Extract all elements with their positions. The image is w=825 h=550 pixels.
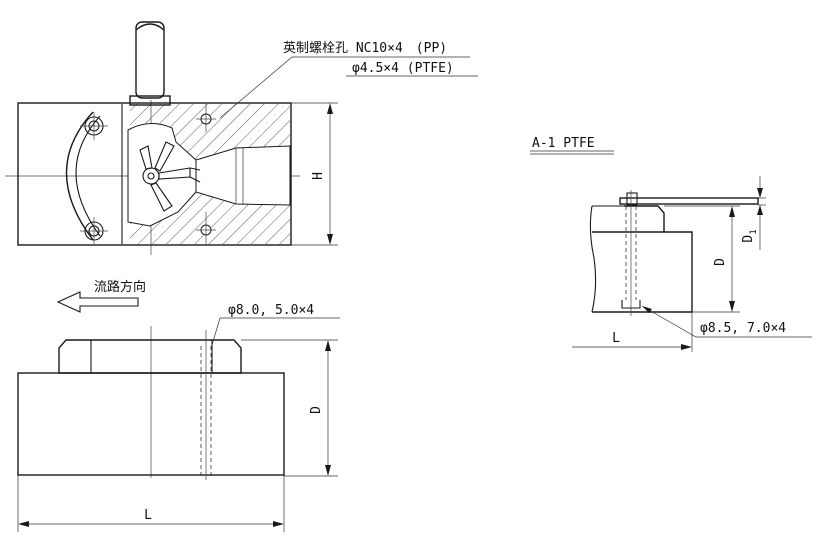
bolt-hole-bottom-left — [80, 217, 108, 245]
valve-body-outline — [17, 102, 292, 246]
leader-bolt-hole — [219, 56, 470, 119]
bolt-hole-top-left — [80, 112, 108, 140]
dimension-d-front — [241, 339, 338, 477]
rotor-cavity — [127, 123, 197, 227]
bolt-hole-top-right — [196, 104, 216, 132]
dimension-l-front — [17, 475, 285, 532]
dimension-d-side — [664, 205, 740, 313]
dimension-d1-letter: D — [741, 235, 756, 243]
side-cap-plate — [619, 197, 759, 205]
side-bolt-foot — [621, 300, 641, 309]
section-title: A-1 PTFE — [532, 136, 595, 151]
side-cap-stem — [626, 192, 638, 206]
handle-top — [135, 23, 165, 31]
handle-stem — [135, 21, 165, 99]
label-hole-ptfe: φ4.5×4 (PTFE) — [352, 61, 454, 76]
leader-hole-side-arrow — [642, 306, 652, 313]
dimension-d1-label: D1 — [741, 229, 759, 242]
dimension-d-front-label: D — [309, 406, 324, 414]
leader-hole-top — [211, 317, 340, 346]
side-boss — [624, 205, 665, 232]
dimension-d1-side — [757, 176, 766, 250]
dimension-l-side — [572, 312, 693, 352]
flow-direction-label: 流路方向 — [94, 279, 146, 295]
section-view-a1: A-1 PTFE D1 — [530, 136, 812, 352]
leader-hole-side — [641, 305, 812, 338]
side-body — [592, 231, 693, 313]
side-body-break — [589, 205, 597, 313]
front-view: φ8.0, 5.0×4 D L — [17, 303, 340, 532]
top-view: H 英制螺栓孔 NC10×4 (PP) φ4.5×4 (PTFE) — [5, 21, 478, 255]
dimension-l-front-label: L — [144, 508, 152, 523]
dimension-h-label: H — [311, 172, 326, 180]
handle-collar — [129, 95, 171, 106]
flow-direction-arrow — [56, 291, 139, 313]
label-hole-side: φ8.5, 7.0×4 — [700, 321, 786, 336]
dimension-h — [291, 102, 338, 246]
dimension-d1-subscript: 1 — [749, 229, 759, 234]
dimension-d-side-label: D — [713, 258, 728, 266]
bolt-hole-bottom-right — [196, 212, 216, 244]
front-body — [17, 372, 285, 476]
dimension-l-side-label: L — [612, 331, 620, 346]
left-cover-arch-inner — [75, 115, 101, 237]
hex-nut — [58, 339, 242, 374]
label-hole-top: φ8.0, 5.0×4 — [228, 303, 314, 318]
left-cover-arch — [65, 111, 94, 241]
rotor-impeller — [139, 141, 201, 212]
flow-direction: 流路方向 — [56, 279, 146, 313]
label-bolt-hole: 英制螺栓孔 NC10×4 (PP) — [283, 41, 447, 56]
